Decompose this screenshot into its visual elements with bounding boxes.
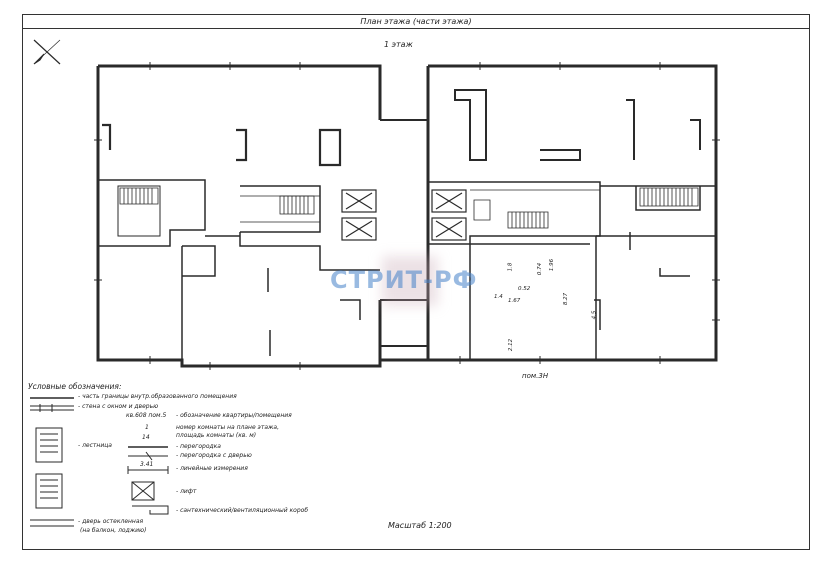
fraction-top: 1 [145, 424, 149, 431]
fraction-bottom: 14 [142, 434, 150, 441]
legend-heading: Условные обозначения: [28, 382, 122, 391]
window-marks [94, 62, 720, 370]
legend-item: - перегородка с дверью [176, 452, 252, 459]
drawing-sheet: План этажа (части этажа) [22, 14, 810, 550]
scale-label: Масштаб 1:200 [388, 521, 452, 530]
dim-label: 1.8 [507, 262, 514, 272]
elevator-icon [341, 189, 467, 241]
dim-label: 0.74 [537, 262, 544, 276]
compass-icon [33, 39, 61, 65]
sheet-title: План этажа (части этажа) [23, 15, 809, 29]
legend-item: (на балкон, лоджию) [80, 527, 147, 534]
stair-left [119, 187, 315, 215]
stair-right [473, 187, 699, 229]
dim-label: 0.52 [518, 286, 531, 292]
apt-label: кв.608 пом.5 [126, 412, 167, 419]
legend-item: - лифт [176, 488, 197, 495]
legend-item: - часть границы внутр.образованного поме… [78, 393, 237, 400]
dim-label: 1.4 [494, 294, 503, 300]
room-label: пом.3Н [522, 372, 549, 380]
legend-item: номер комнаты на плане этажа, [176, 424, 280, 431]
dim-label: 2.12 [508, 338, 515, 352]
dim-label: 8.27 [563, 292, 570, 306]
legend-item: - стена с окном и дверью [78, 403, 159, 410]
right-wing-walls [426, 64, 718, 362]
legend-item: - дверь остекленная [78, 518, 144, 525]
stair-legend: - лестница [78, 442, 112, 449]
legend-item: - перегородка [176, 443, 221, 450]
legend-item: - линейные измерения [176, 465, 248, 472]
right-wing-partitions [428, 89, 716, 360]
legend-item: - обозначение квартиры/помещения [176, 412, 292, 419]
dim-label: 1.67 [508, 298, 521, 304]
dim-label: 4.5 [591, 310, 598, 320]
legend-item: площадь комнаты (кв. м) [176, 432, 257, 439]
watermark: СТРИТ-РФ [330, 266, 478, 294]
dim-label: 1.96 [549, 258, 556, 272]
left-wing-walls [96, 64, 382, 368]
legend-symbols [30, 397, 169, 527]
blurred-area [382, 256, 438, 306]
corridor [380, 119, 428, 362]
dim-example: 3.41 [140, 461, 154, 468]
floor-label: 1 этаж [384, 40, 413, 49]
legend-item: - сантехнический/вентиляционный короб [176, 507, 309, 514]
left-wing-partitions [98, 123, 380, 360]
